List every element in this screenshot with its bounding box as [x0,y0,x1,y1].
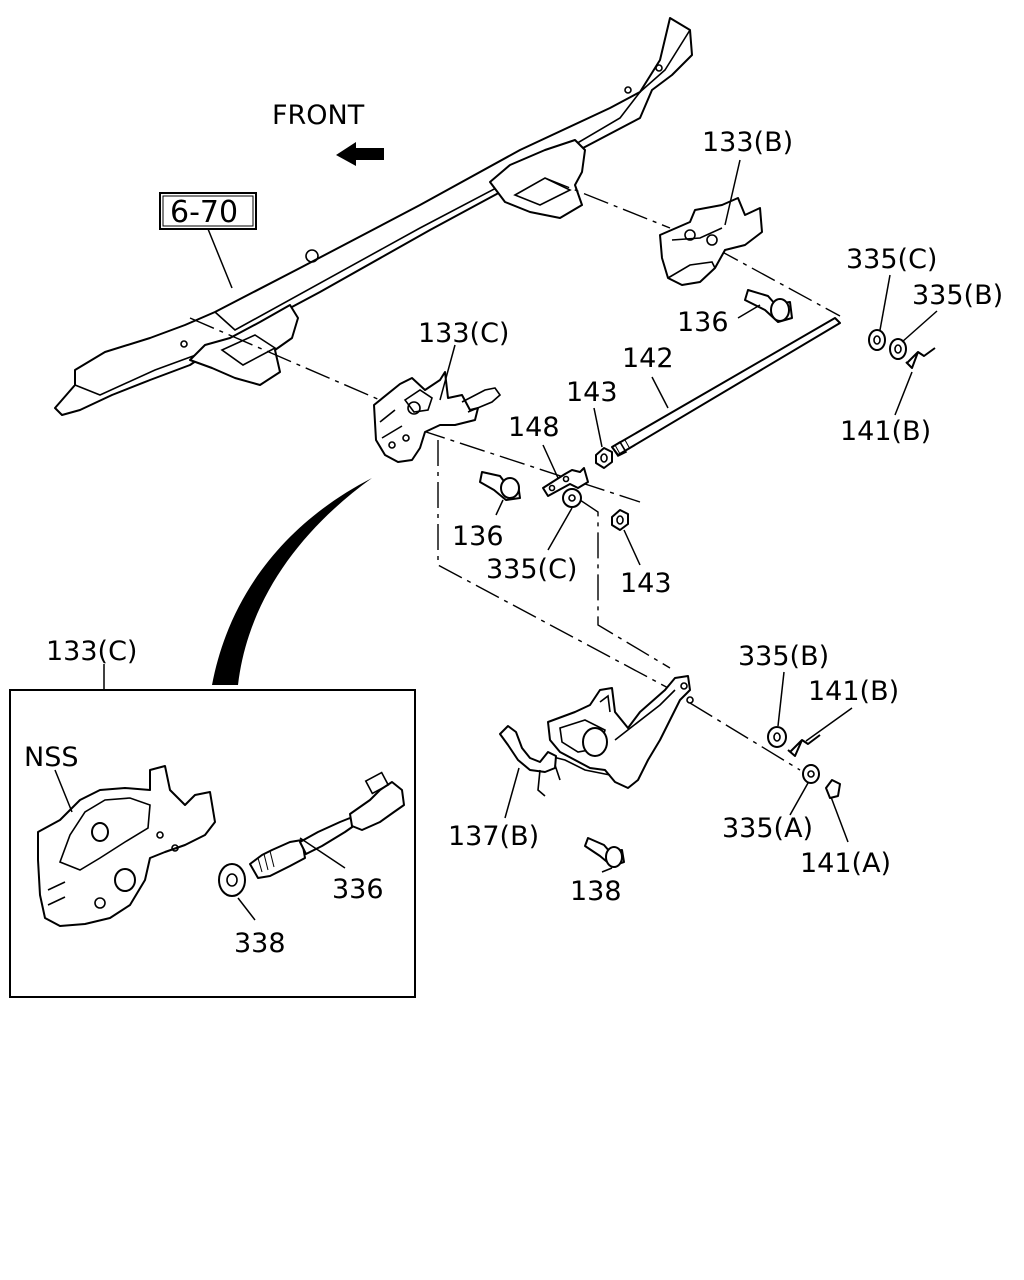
front-indicator: FRONT [272,100,384,166]
bracket-133b [659,197,763,286]
label-133b: 133(B) [702,127,793,158]
reference-6-70: 6-70 [159,192,257,289]
switch-336 [249,771,405,879]
label-133c-detail: 133(C) [46,636,137,667]
detail-pointer-arrow [212,478,372,685]
label-338: 338 [234,928,286,959]
reference-label: 6-70 [170,195,238,230]
cotter-pin-141b-upper [905,347,936,369]
bolt-138 [584,837,625,868]
label-136-upper: 136 [677,307,729,338]
bracket-133c [373,371,502,463]
callout-labels: 133(B) 133(C) 335(C) 335(B) 136 142 141(… [24,127,1003,959]
front-label: FRONT [272,100,365,131]
label-141b-upper: 141(B) [840,416,931,447]
hose-137b [499,725,561,797]
label-141b-lower: 141(B) [808,676,899,707]
label-143-lower: 143 [620,568,672,599]
lever-assembly [544,675,694,789]
leader-lines [54,159,938,921]
label-136-lower: 136 [452,521,504,552]
label-nss: NSS [24,742,78,773]
label-335c-upper: 335(C) [846,244,937,275]
plate-148 [542,467,589,497]
washer-338 [218,863,246,897]
washer-335c-upper [868,329,886,351]
nut-143-lower [611,509,629,531]
label-143-upper: 143 [566,377,618,408]
label-142: 142 [622,343,674,374]
bolt-136-lower [479,471,521,501]
washer-335a [802,764,820,784]
nss-bracket [37,765,216,927]
label-335c-middle: 335(C) [486,554,577,585]
washer-335c-middle [562,488,582,508]
label-148: 148 [508,412,560,443]
cotter-pin-141a [825,779,841,799]
label-138: 138 [570,876,622,907]
front-arrow-icon [336,142,384,166]
label-335b-upper: 335(B) [912,280,1003,311]
label-335a: 335(A) [722,813,813,844]
label-133c: 133(C) [418,318,509,349]
frame-crossmember [54,17,693,416]
nut-143-upper [595,447,613,469]
bolt-136-upper [744,289,793,323]
label-335b-lower: 335(B) [738,641,829,672]
label-141a: 141(A) [800,848,891,879]
washer-335b-lower [767,726,787,748]
rod-142 [610,317,841,458]
washer-335b-upper [889,338,907,360]
cotter-pin-141b-lower [787,734,821,757]
label-336: 336 [332,874,384,905]
label-137b: 137(B) [448,821,539,852]
